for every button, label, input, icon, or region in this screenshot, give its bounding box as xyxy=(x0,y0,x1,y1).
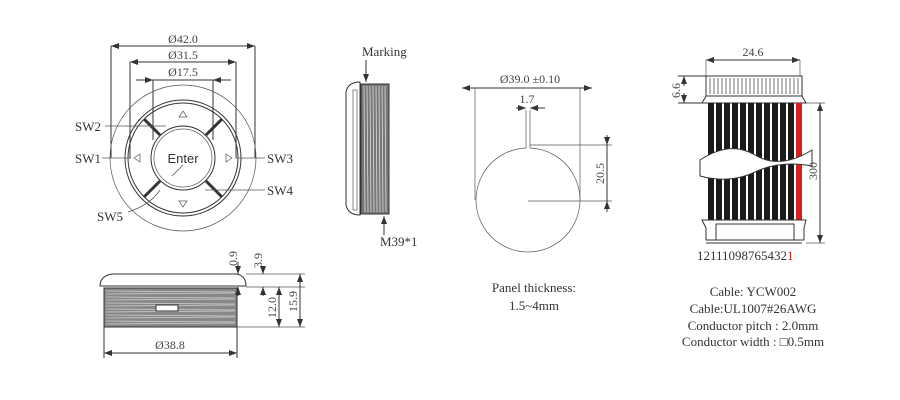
cable-view: 24.6 6.6 300 121110987654321 Cable: YCW0… xyxy=(669,45,825,349)
label-sw5: SW5 xyxy=(97,209,123,224)
front-view: Ø42.0 Ø31.5 Ø17.5 Enter SW2 SW1 SW3 SW4 xyxy=(75,32,294,232)
left-arrow-icon xyxy=(133,153,141,163)
label-sw2: SW2 xyxy=(75,119,101,134)
label-sw4: SW4 xyxy=(267,183,294,198)
dim-outer-diameter: Ø42.0 xyxy=(168,32,198,46)
dim-3-9: 3.9 xyxy=(251,253,265,268)
dim-cable-length: 300 xyxy=(806,162,820,180)
side-view: Marking M39*1 xyxy=(345,44,418,249)
dim-0-9: 0.9 xyxy=(226,251,240,266)
dim-notch-depth: 20.5 xyxy=(593,163,607,184)
dim-notch-width: 1.7 xyxy=(520,92,535,106)
dim-inner-diameter: Ø17.5 xyxy=(168,65,198,79)
dim-15-9: 15.9 xyxy=(286,291,300,312)
dim-12-0: 12.0 xyxy=(265,297,279,318)
cable-spec: Cable:UL1007#26AWG xyxy=(690,301,817,316)
thread-label: M39*1 xyxy=(380,234,418,249)
panel-thickness-value: 1.5~4mm xyxy=(509,298,559,313)
enter-button-label: Enter xyxy=(167,151,199,166)
dim-connector-height: 6.6 xyxy=(669,83,683,98)
profile-view: Ø38.8 0.9 3.9 12.0 15.9 xyxy=(99,251,305,358)
pin-numbers: 121110987654321 xyxy=(697,248,794,263)
pin-one-label: 1 xyxy=(787,248,794,263)
dim-middle-diameter: Ø31.5 xyxy=(168,48,198,62)
conductor-width: Conductor width : □0.5mm xyxy=(682,334,824,349)
panel-thickness-label: Panel thickness: xyxy=(492,280,576,295)
right-arrow-icon xyxy=(225,153,233,163)
dim-cutout-diameter: Ø39.0 ±0.10 xyxy=(500,72,560,86)
cable-title: Cable: YCW002 xyxy=(710,284,797,299)
dim-cable-width: 24.6 xyxy=(743,45,764,59)
dim-body-diameter: Ø38.8 xyxy=(155,338,185,352)
down-arrow-icon xyxy=(178,200,188,208)
label-sw1: SW1 xyxy=(75,151,101,166)
label-sw3: SW3 xyxy=(267,151,293,166)
panel-cutout-view: 1.7 Ø39.0 ±0.10 20.5 Panel thickness: 1.… xyxy=(462,72,612,313)
conductor-pitch: Conductor pitch : 2.0mm xyxy=(688,318,819,333)
up-arrow-icon xyxy=(178,110,188,118)
marking-label: Marking xyxy=(362,44,407,59)
